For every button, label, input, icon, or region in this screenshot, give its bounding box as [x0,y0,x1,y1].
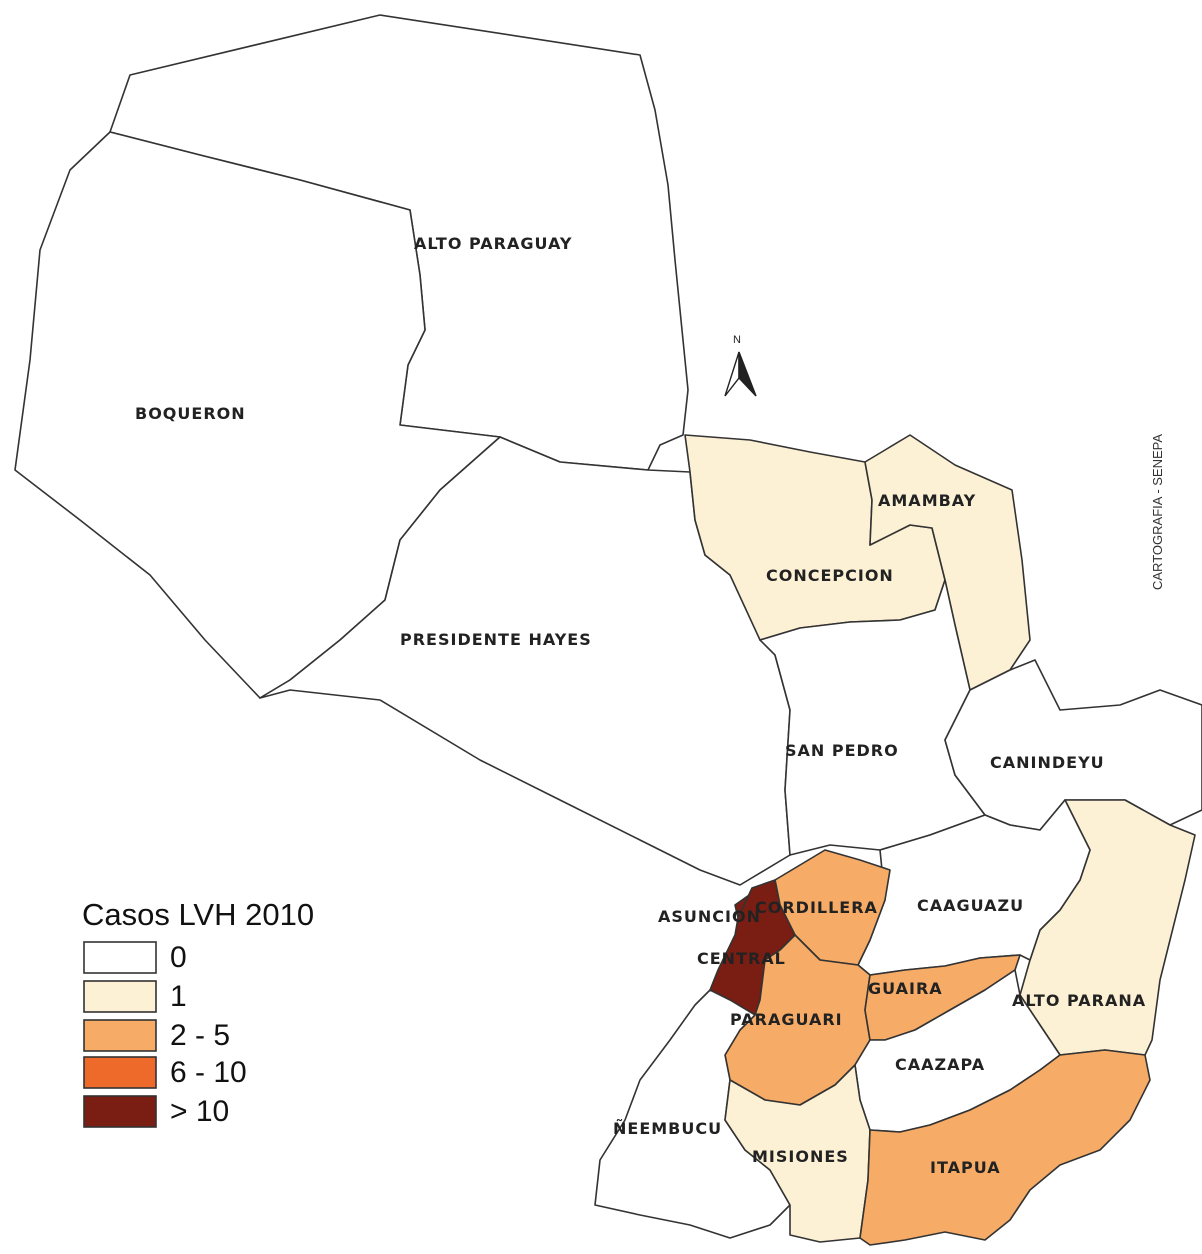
label-central: CENTRAL [697,949,786,968]
label-canindeyu: CANINDEYU [990,753,1105,772]
label-san-pedro: SAN PEDRO [785,741,899,760]
legend-swatch-0 [83,941,157,974]
legend-swatch-4 [83,1095,157,1128]
legend-label-3: 6 - 10 [170,1056,247,1089]
legend-item-1: 1 [83,980,187,1013]
label-caaguazu: CAAGUAZU [917,896,1024,915]
label-itapua: ITAPUA [930,1158,1001,1177]
label-guaira: GUAIRA [868,979,943,998]
legend-item-2: 2 - 5 [83,1019,230,1052]
legend-swatch-1 [83,980,157,1013]
label-cordillera: CORDILLERA [755,898,878,917]
dept-neembucu [594,989,791,1239]
legend-label-2: 2 - 5 [170,1019,230,1052]
dept-itapua [859,1049,1151,1246]
legend-label-1: 1 [170,980,187,1013]
legend-swatch-2 [83,1019,157,1052]
label-boqueron: BOQUERON [135,404,246,423]
map-credit: CARTOGRAFIA - SENEPA [1150,434,1165,590]
north-arrow-label: N [733,334,741,346]
legend: Casos LVH 2010 0 1 2 - 5 6 - 10 > 10 [82,897,314,1128]
legend-label-0: 0 [170,941,187,974]
label-concepcion: CONCEPCION [766,566,894,585]
legend-label-4: > 10 [170,1095,229,1128]
label-misiones: MISIONES [752,1147,849,1166]
label-asuncion: ASUNCION [658,907,761,926]
legend-title: Casos LVH 2010 [82,897,314,932]
legend-item-3: 6 - 10 [83,1056,247,1089]
legend-item-4: > 10 [83,1095,229,1128]
label-neembucu: ÑEEMBUCU [613,1119,722,1138]
label-alto-paraguay: ALTO PARAGUAY [414,234,572,253]
north-arrow-icon: N [724,334,757,397]
label-caazapa: CAAZAPA [895,1055,985,1074]
label-presidente-hayes: PRESIDENTE HAYES [400,630,592,649]
legend-swatch-3 [83,1056,157,1089]
label-amambay: AMAMBAY [878,491,976,510]
label-paraguari: PARAGUARI [730,1010,843,1029]
label-alto-parana: ALTO PARANA [1012,991,1146,1010]
legend-item-0: 0 [83,941,187,974]
